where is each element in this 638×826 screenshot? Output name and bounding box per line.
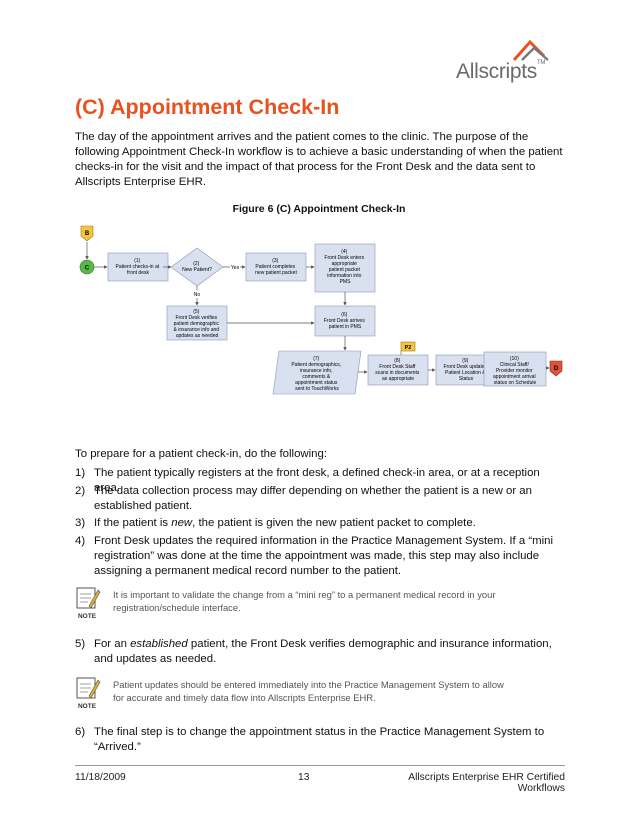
node-4: (4) Front Desk enters appropriate patien… <box>314 243 376 293</box>
footer-page-number: 13 <box>298 772 310 783</box>
ref-p2: P2 <box>400 341 416 352</box>
node-2-decision: (2) New Patient? <box>170 247 224 287</box>
svg-text:(8) Front Desk Staff: (8) Front Desk Staff scans in documents … <box>375 358 421 382</box>
no-label: No <box>194 292 201 298</box>
svg-text:NOTE: NOTE <box>78 703 97 710</box>
note-icon: NOTE <box>76 587 101 620</box>
connector-b: B <box>80 225 94 242</box>
svg-text:(9) Front Desk updates: (9) Front Desk updates Patient Location … <box>443 358 488 382</box>
node-7: (7) Patient demographics, insurance info… <box>272 350 362 395</box>
svg-text:(4) Front Desk enters: (4) Front Desk enters appropriate patien… <box>324 249 365 285</box>
intro-paragraph: The day of the appointment arrives and t… <box>75 131 563 188</box>
figure-title: Figure 6 (C) Appointment Check-In <box>232 203 406 215</box>
node-10: (10) Clinical Staff/ Provider monitor ap… <box>483 351 547 387</box>
footer-doc-title: Allscripts Enterprise EHR Certified Work… <box>408 772 565 794</box>
svg-text:P2: P2 <box>405 345 412 351</box>
allscripts-logo-mark-icon <box>512 39 549 61</box>
footer-date: 11/18/2009 <box>75 772 126 783</box>
svg-text:(1) Patient checks-in at: (1) Patient checks-in at front desk <box>115 258 160 276</box>
footer-divider <box>75 765 565 766</box>
svg-text:(3) Patient completes: (3) Patient completes new patient packet <box>255 258 297 276</box>
svg-text:(5) Front Desk verifies: (5) Front Desk verifies patient demograp… <box>174 309 221 339</box>
yes-label: Yes <box>231 265 240 271</box>
allscripts-logo: AllscriptsTM <box>452 38 562 88</box>
node-6: (6) Front Desk arrives patient in PMS <box>314 305 376 337</box>
svg-text:NOTE: NOTE <box>78 613 97 620</box>
node-3: (3) Patient completes new patient packet <box>245 252 307 282</box>
svg-text:(7) Patient demographics: (7) Patient demographics, insurance info… <box>291 356 342 392</box>
logo-wordmark: AllscriptsTM <box>456 60 546 83</box>
svg-text:(6) Front Desk arrives: (6) Front Desk arrives patient in PMS <box>324 312 366 330</box>
svg-text:C: C <box>85 266 90 272</box>
node-5: (5) Front Desk verifies patient demograp… <box>166 305 228 341</box>
check-in-flowchart: B C (1) Patient checks-in at front desk … <box>79 225 563 395</box>
note-icon: NOTE <box>76 677 101 710</box>
node-8: (8) Front Desk Staff scans in documents … <box>367 354 429 386</box>
svg-text:B: B <box>85 231 90 237</box>
node-1: (1) Patient checks-in at front desk <box>107 252 169 282</box>
svg-text:(2) New Patient?: (2) New Patient? <box>182 261 212 273</box>
svg-text:(10) Clinical Staff/: (10) Clinical Staff/ Provider monitor ap… <box>493 356 537 386</box>
end-d: D <box>549 360 563 377</box>
prep-text: To prepare for a patient check-in, do th… <box>75 448 328 460</box>
svg-text:D: D <box>554 366 559 372</box>
page-title: (C) Appointment Check-In <box>75 95 340 119</box>
start-c: C <box>79 259 95 275</box>
